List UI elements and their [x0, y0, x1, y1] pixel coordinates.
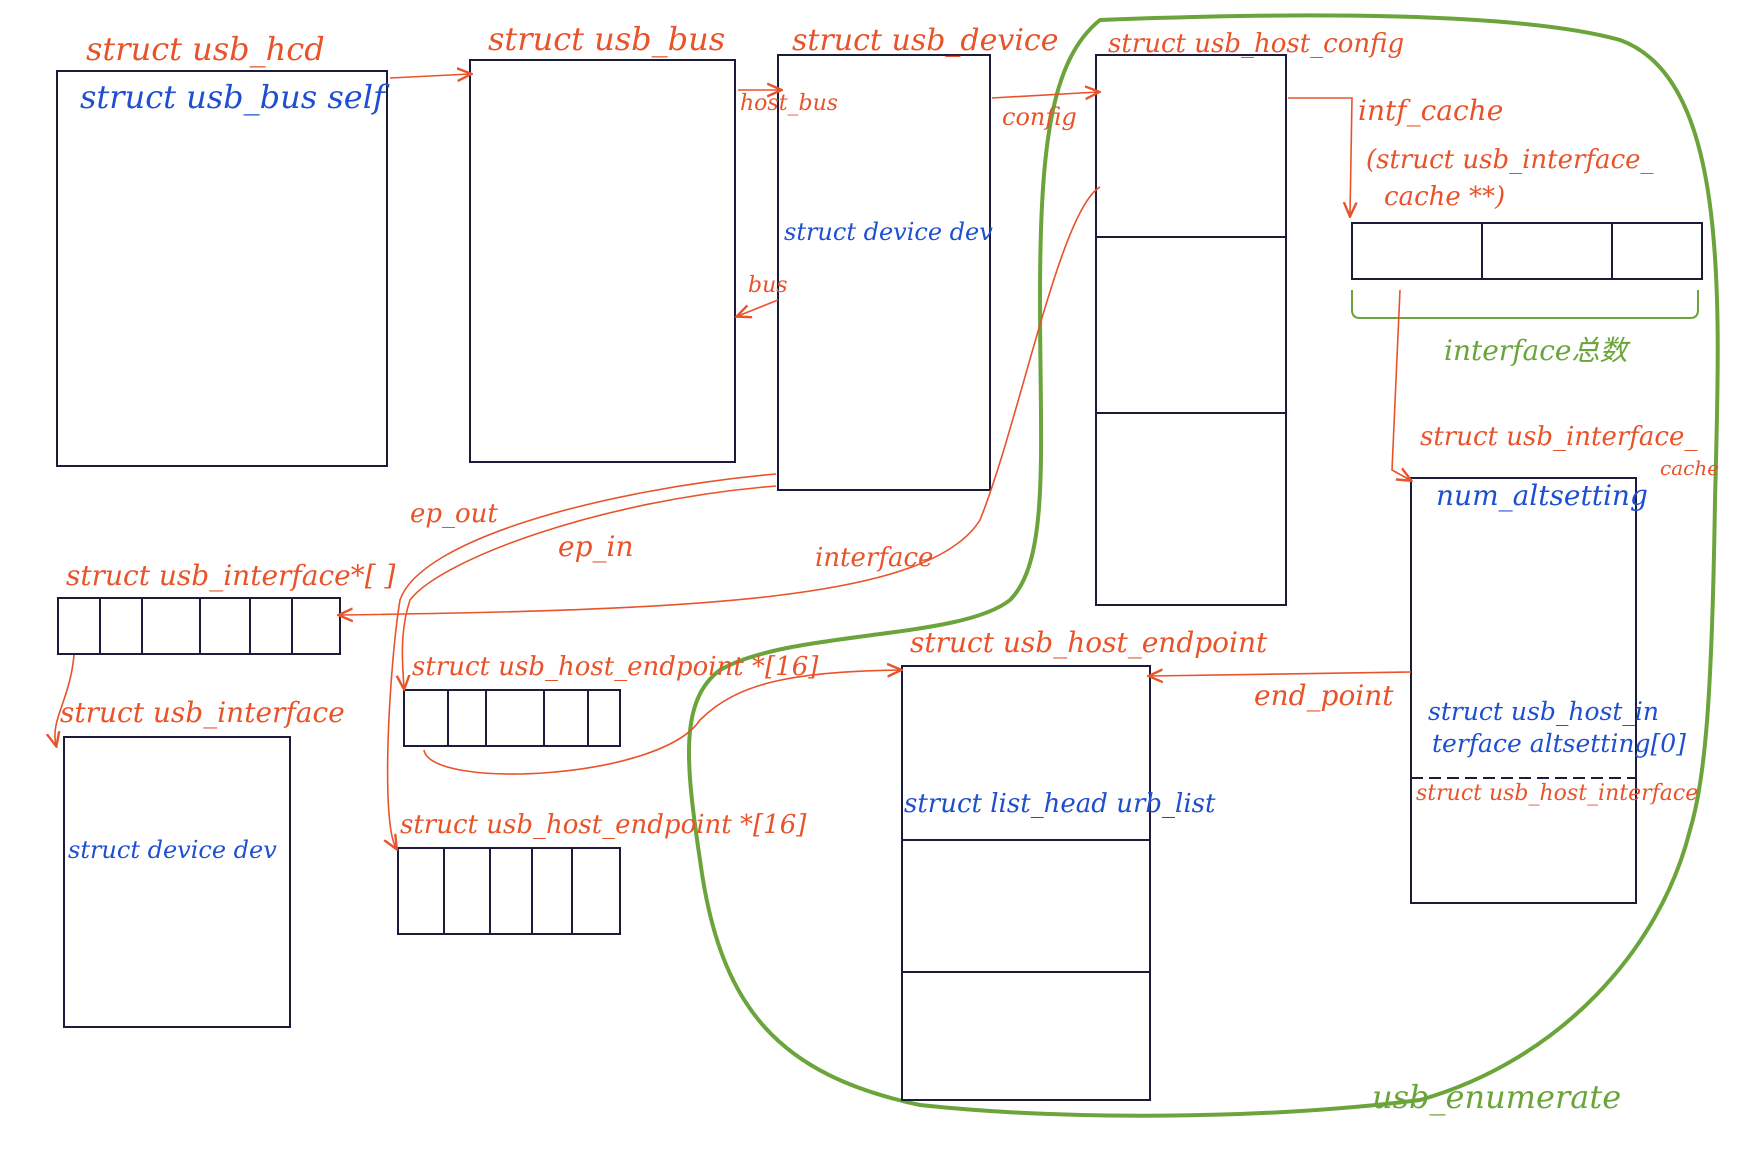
usb-host-config-title: struct usb_host_config	[1108, 29, 1404, 59]
usb-enumerate-label: usb_enumerate	[1372, 1078, 1621, 1116]
altsetting-field-2: terface altsetting[0]	[1432, 729, 1686, 758]
self-to-bus-arrow	[389, 74, 470, 78]
usb-host-config-box	[1095, 54, 1287, 606]
ep-out-label: ep_out	[410, 499, 498, 529]
interface-label: interface	[815, 543, 933, 573]
usb-device-title: struct usb_device	[792, 23, 1058, 58]
ep-out-arrow	[388, 473, 777, 848]
ep-in-arrow	[402, 485, 777, 688]
interface-arrow	[340, 186, 1101, 615]
intf-cache-array	[1351, 222, 1703, 280]
interface-count-label: interface总数	[1444, 334, 1632, 367]
usb-host-endpoint-title: struct usb_host_endpoint	[910, 626, 1268, 659]
usb-interface-cache-title-1: struct usb_interface_	[1420, 422, 1697, 452]
config-arrow	[991, 92, 1098, 98]
interface-array-to-interface-arrow	[55, 654, 75, 745]
interface-ptr-array-title: struct usb_interface*[ ]	[66, 559, 396, 592]
usb-bus-title: struct usb_bus	[488, 20, 725, 58]
ep-out-array-title: struct usb_host_endpoint *[16]	[400, 810, 807, 840]
altsetting-struct-label: struct usb_host_interface	[1416, 781, 1698, 806]
usb-hcd-box	[56, 70, 388, 467]
ep-out-array	[397, 847, 621, 935]
usb-interface-cache-title-2: cache	[1660, 456, 1719, 480]
end-point-arrow	[1150, 672, 1412, 676]
bus-arrow	[738, 299, 779, 316]
end-point-label: end_point	[1254, 679, 1394, 712]
usb-interface-cache-box	[1410, 477, 1637, 904]
intf-cache-label-3: cache **)	[1384, 182, 1505, 212]
usb-bus-box	[469, 59, 736, 463]
usb-interface-title: struct usb_interface	[60, 696, 345, 729]
bus-label: bus	[748, 273, 788, 298]
interface-count-brace	[1351, 290, 1699, 319]
intf-cache-to-cache-arrow	[1391, 289, 1410, 480]
altsetting-field-1: struct usb_host_in	[1428, 697, 1659, 726]
ep-in-array	[403, 689, 621, 747]
ep-in-array-title: struct usb_host_endpoint *[16]	[412, 652, 819, 682]
ep-in-label: ep_in	[558, 530, 633, 563]
config-label: config	[1002, 103, 1077, 131]
usb-interface-dev-field: struct device dev	[68, 836, 277, 864]
ep-to-endpoint-arrow	[423, 670, 900, 775]
usb-host-endpoint-box	[901, 665, 1151, 1101]
usb-interface-box	[63, 736, 291, 1028]
usb-hcd-title: struct usb_hcd	[86, 30, 325, 68]
urb-list-field: struct list_head urb_list	[904, 789, 1216, 819]
usb-enumerate-region	[687, 13, 1720, 1118]
usb-hcd-self-field: struct usb_bus self	[80, 78, 390, 116]
intf-cache-label-2: (struct usb_interface_	[1366, 145, 1654, 175]
intf-cache-label-1: intf_cache	[1358, 94, 1503, 127]
host-bus-label: host_bus	[740, 91, 838, 116]
num-altsetting-field: num_altsetting	[1436, 479, 1648, 512]
usb-device-box	[777, 54, 991, 491]
usb-device-dev-field: struct device dev	[784, 218, 993, 246]
intf-cache-arrow	[1288, 97, 1352, 215]
